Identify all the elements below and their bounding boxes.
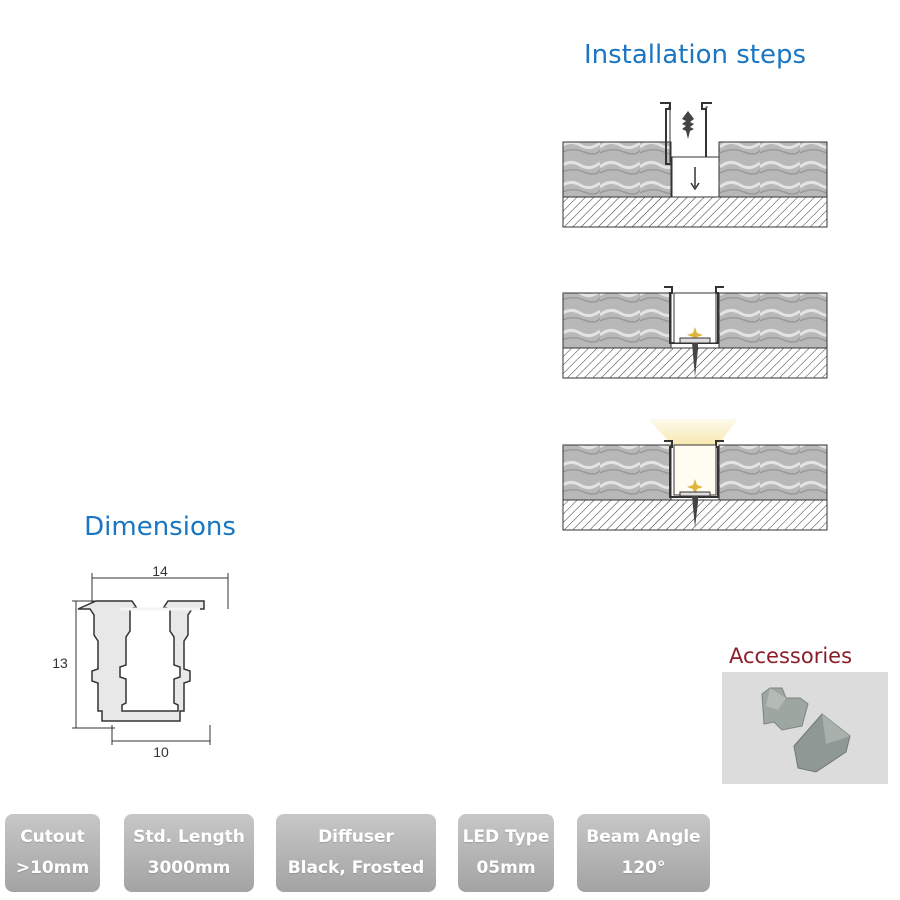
dimension-width-bottom: 10 [153,744,169,760]
spec-label: Diffuser [318,827,394,847]
stone-layer-left [562,141,672,198]
accessories-end-caps-image [722,672,888,784]
spec-value: >10mm [15,858,90,878]
spec-value: 120° [621,858,666,878]
spec-value: 3000mm [147,858,231,878]
spec-badge-beam-angle: Beam Angle 120° [577,814,710,892]
screw-icon [692,496,698,528]
profile-cross-section [77,600,205,722]
spec-label: Cutout [20,827,85,847]
spec-value: 05mm [476,858,536,878]
spec-label: Beam Angle [586,827,701,847]
led-spark-icon [687,479,703,495]
spec-label: Std. Length [133,827,245,847]
spec-label: LED Type [462,827,550,847]
dimensions-drawing: 14 13 10 [52,565,229,760]
installation-step-1-diagram [562,102,828,228]
spec-badge-diffuser: Diffuser Black, Frosted [276,814,436,892]
installation-step-2-diagram [562,286,828,379]
light-glow [648,419,738,445]
dimension-height: 13 [52,655,68,671]
dimension-width-top: 14 [152,565,168,579]
screw-icon [692,343,698,377]
spec-badge-std-length: Std. Length 3000mm [124,814,254,892]
spec-value: Black, Frosted [287,858,425,878]
stone-layer-right [718,141,828,198]
dimensions-title: Dimensions [84,512,236,542]
installation-steps-title: Installation steps [583,40,807,70]
base-layer [562,196,828,228]
accessories-title: Accessories [728,644,853,668]
installation-step-3-diagram [562,419,828,531]
led-spark-icon [687,327,703,343]
spec-badge-cutout: Cutout >10mm [5,814,100,892]
spec-badge-led-type: LED Type 05mm [458,814,554,892]
screw-icon [682,111,694,139]
